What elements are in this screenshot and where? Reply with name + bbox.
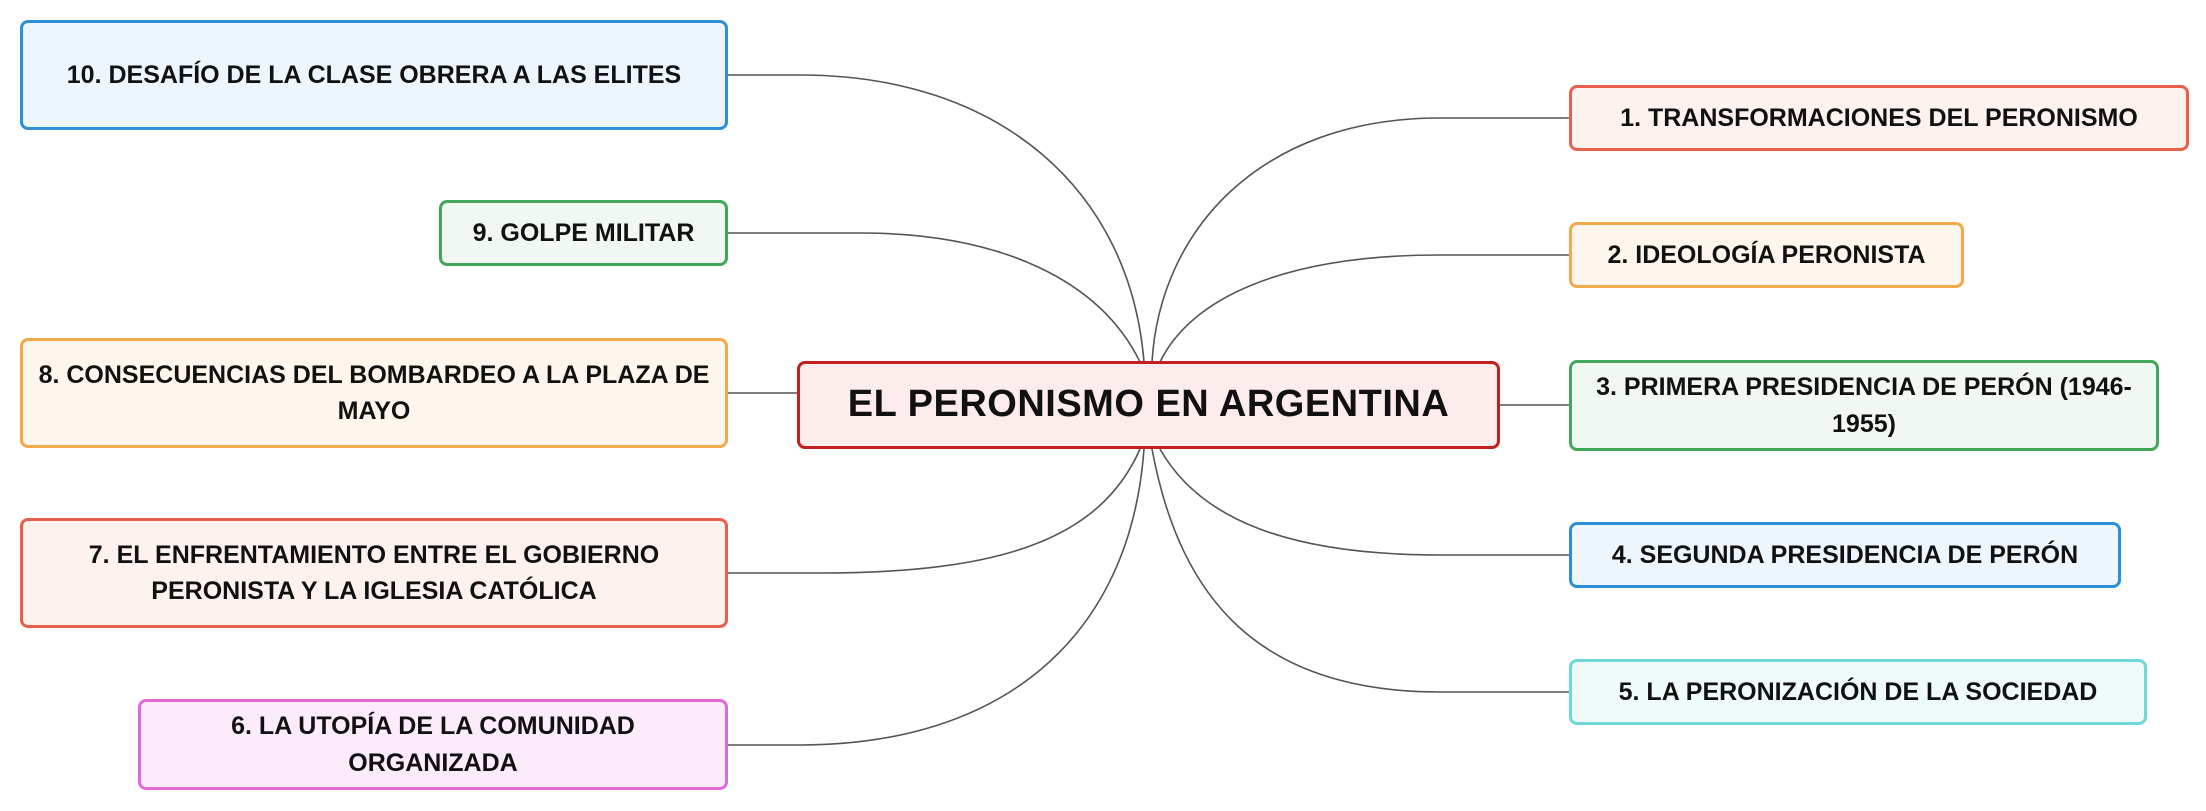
topic-2-ideologia[interactable]: 2. IDEOLOGÍA PERONISTA xyxy=(1569,222,1964,288)
link-topic-6 xyxy=(728,448,1145,746)
topic-5-peronizacion[interactable]: 5. LA PERONIZACIÓN DE LA SOCIEDAD xyxy=(1569,659,2147,725)
topic-7-enfrentamiento-iglesia[interactable]: 7. EL ENFRENTAMIENTO ENTRE EL GOBIERNO P… xyxy=(20,518,728,628)
topic-4-segunda-presidencia[interactable]: 4. SEGUNDA PRESIDENCIA DE PERÓN xyxy=(1569,522,2121,588)
link-topic-1 xyxy=(1151,117,1569,363)
topic-3-primera-presidencia[interactable]: 3. PRIMERA PRESIDENCIA DE PERÓN (1946-19… xyxy=(1569,360,2159,451)
central-topic[interactable]: EL PERONISMO EN ARGENTINA xyxy=(797,361,1500,449)
topic-8-bombardeo-plaza[interactable]: 8. CONSECUENCIAS DEL BOMBARDEO A LA PLAZ… xyxy=(20,338,728,448)
link-topic-7 xyxy=(728,448,1141,574)
topic-1-transformaciones[interactable]: 1. TRANSFORMACIONES DEL PERONISMO xyxy=(1569,85,2189,151)
link-topic-10 xyxy=(728,74,1145,363)
link-topic-4 xyxy=(1159,448,1569,556)
topic-10-desafio-clase-obrera[interactable]: 10. DESAFÍO DE LA CLASE OBRERA A LAS ELI… xyxy=(20,20,728,130)
link-topic-5 xyxy=(1151,448,1569,693)
topic-9-golpe-militar[interactable]: 9. GOLPE MILITAR xyxy=(439,200,728,266)
link-topic-9 xyxy=(728,232,1141,363)
link-topic-2 xyxy=(1159,254,1569,363)
topic-6-utopia[interactable]: 6. LA UTOPÍA DE LA COMUNIDAD ORGANIZADA xyxy=(138,699,728,790)
